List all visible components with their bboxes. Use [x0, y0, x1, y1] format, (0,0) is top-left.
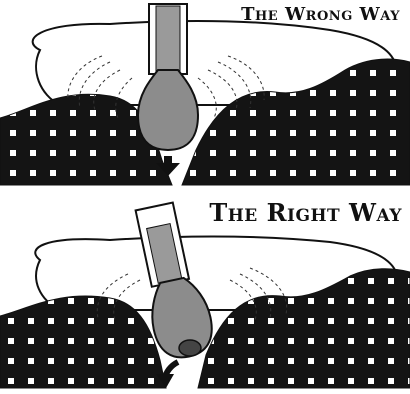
wrong-way-illustration — [0, 0, 410, 190]
panel-wrong-way: The Wrong Way — [0, 0, 410, 190]
panel-title: The Right Way — [209, 198, 402, 227]
panel-title: The Wrong Way — [241, 4, 400, 25]
air-bubble-icon — [179, 340, 201, 356]
panel-right-way: The Right Way — [0, 190, 410, 394]
